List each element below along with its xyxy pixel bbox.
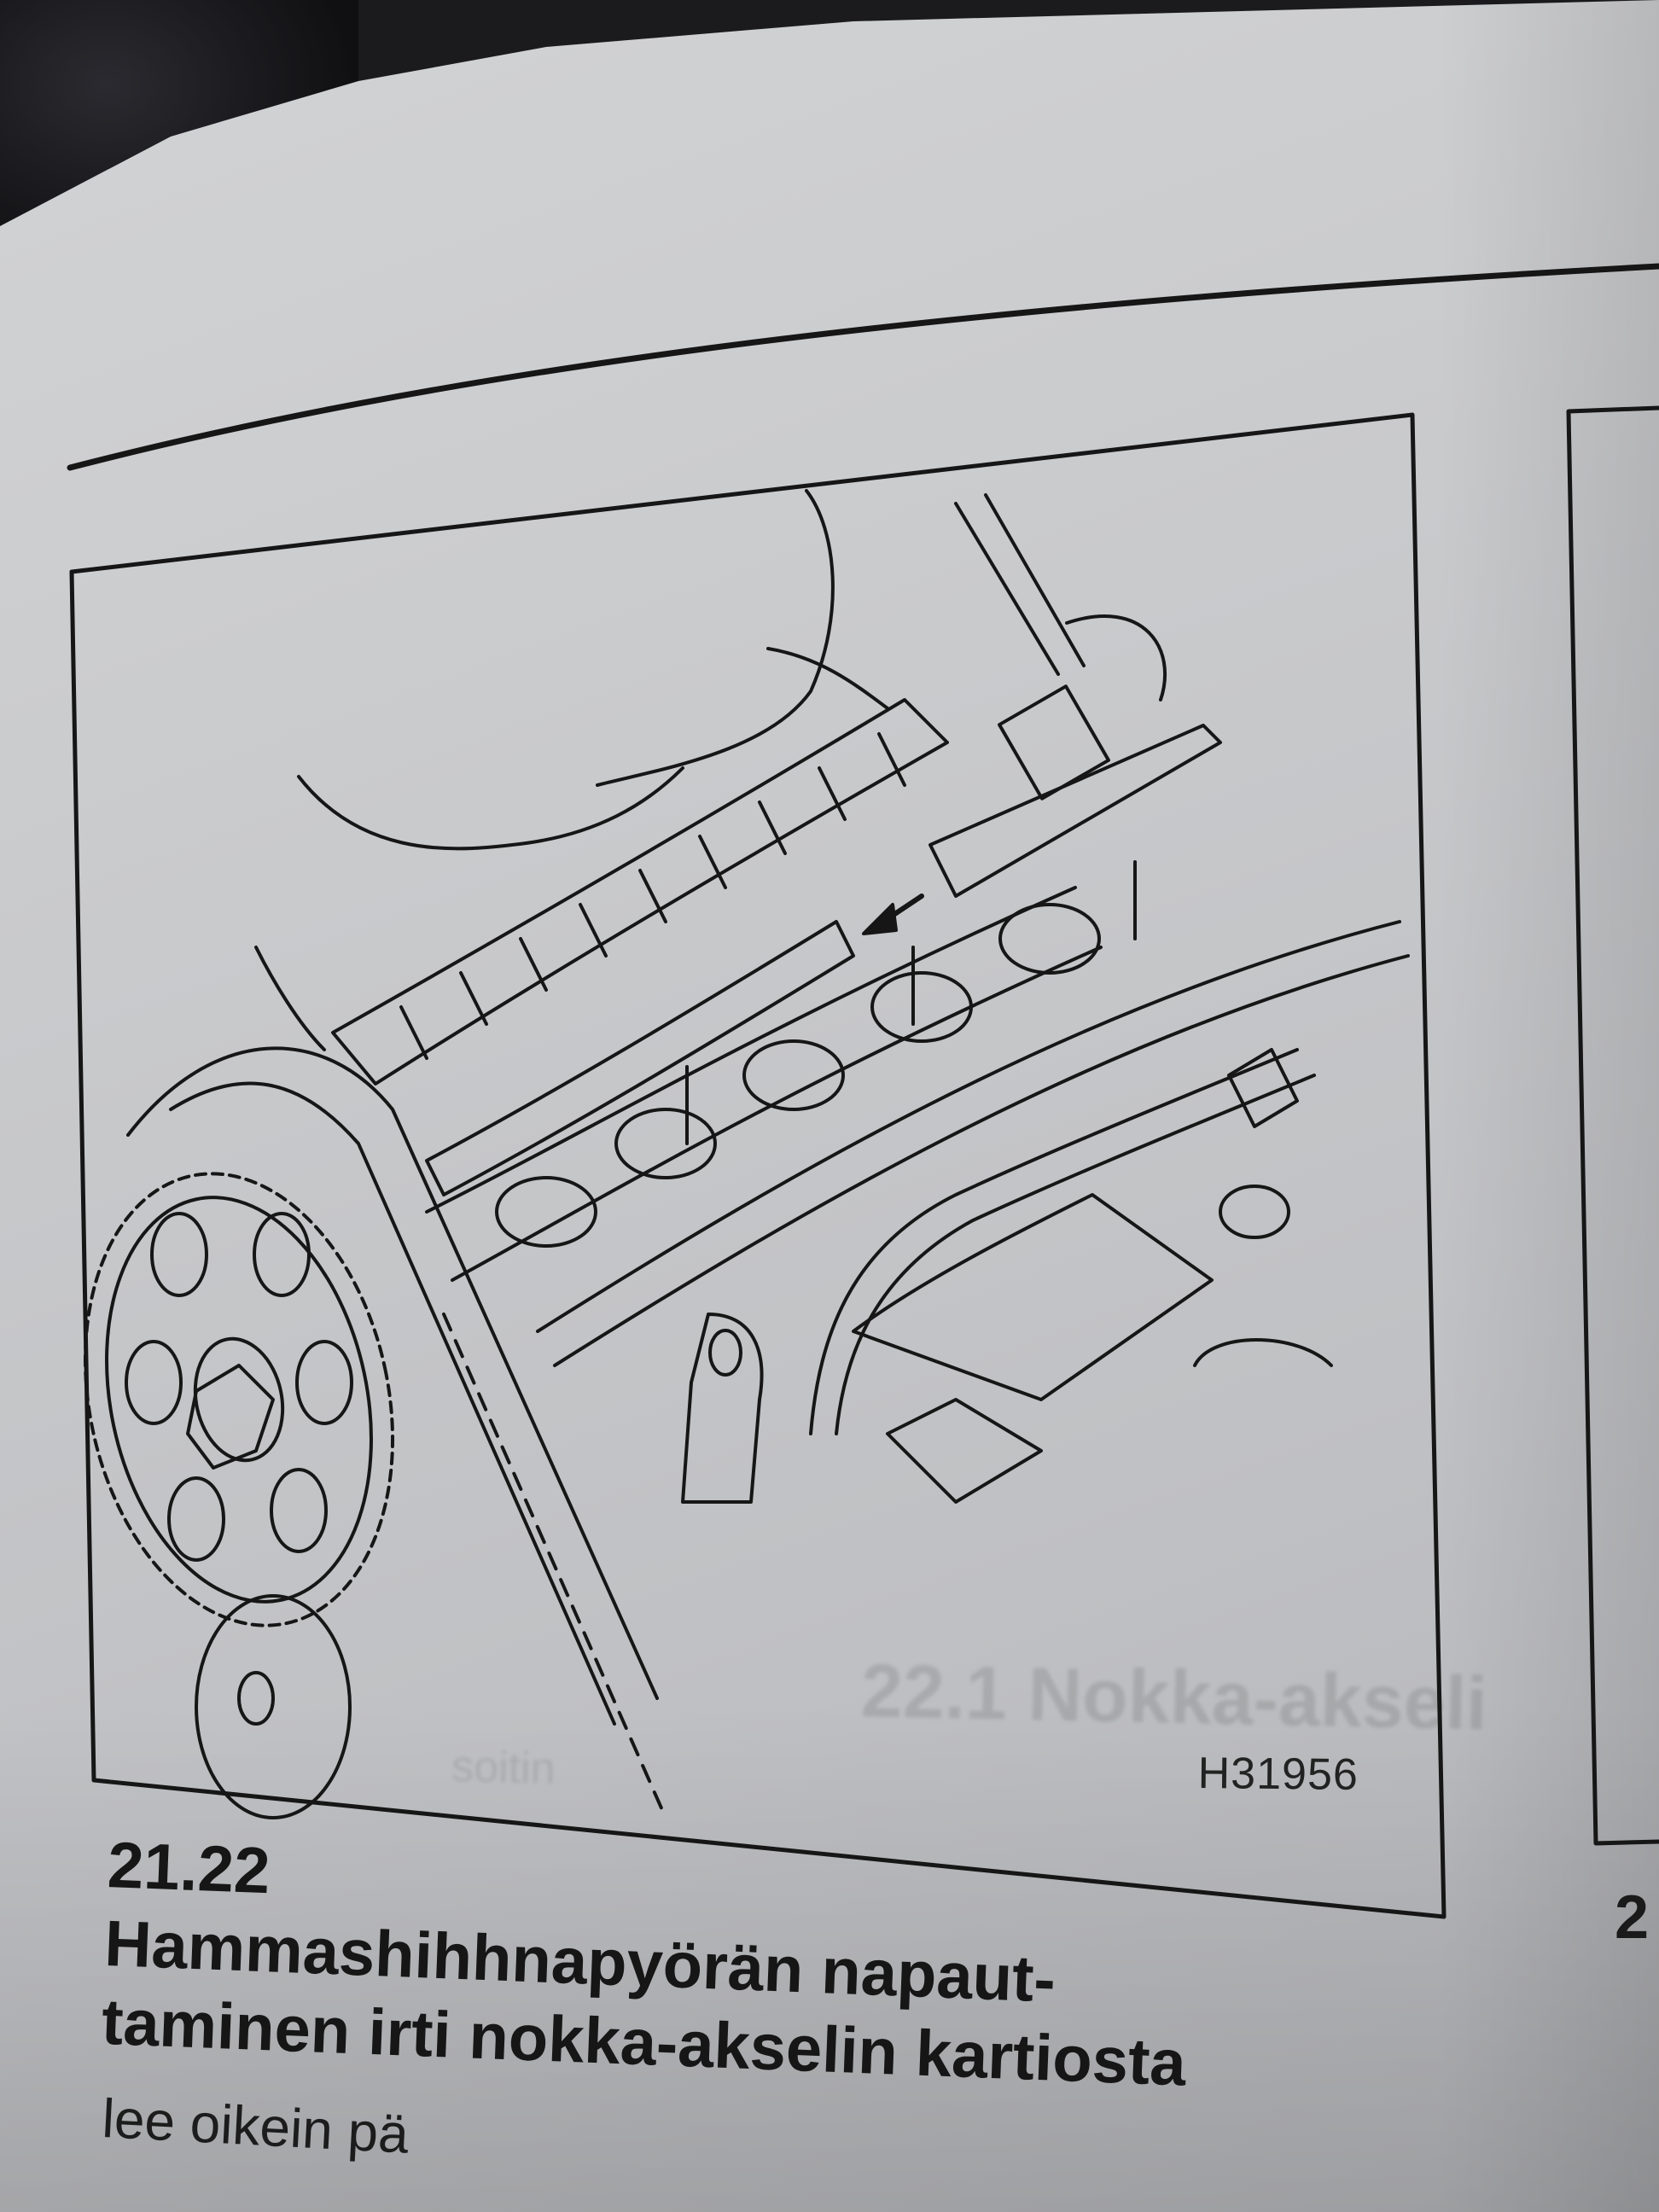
hammer (928, 493, 1222, 898)
figure-frame (69, 412, 1447, 1919)
figure-id-label: H31956 (1197, 1749, 1359, 1800)
timing-belt-sprocket (83, 1172, 395, 1627)
page-shading-bottom (0, 1700, 1659, 2212)
next-figure-frame (1566, 405, 1659, 1846)
next-caption-number: 2 (1615, 1883, 1650, 1952)
engine-illustration (83, 489, 1410, 1819)
page-top-rule (67, 263, 1659, 471)
drift-punch (425, 920, 855, 1196)
